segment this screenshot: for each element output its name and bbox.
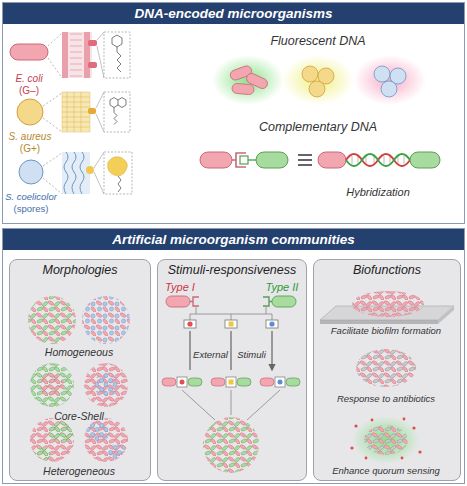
section-heading: Artificial microorganism communities bbox=[3, 229, 464, 250]
morphology-label: Heterogeneous bbox=[14, 465, 144, 477]
step-label: Complementary DNA bbox=[238, 120, 398, 134]
function-label: Facilitate biofilm formation bbox=[313, 326, 459, 337]
panel-box: Morphologies bbox=[9, 259, 151, 481]
panel-heading: Stimuli-responsiveness bbox=[158, 263, 306, 277]
stimulus-label: External bbox=[190, 350, 232, 361]
morphology-label: Homogeneous bbox=[14, 346, 144, 358]
step-label: Fluorescent DNA bbox=[243, 34, 393, 48]
panel-heading: Biofunctions bbox=[314, 263, 460, 277]
species-name: S. coelicolor bbox=[0, 192, 62, 203]
species-name: E. coli bbox=[1, 73, 57, 85]
type-label: Type I bbox=[155, 281, 205, 294]
morphology-label: Core-Shell bbox=[14, 410, 144, 422]
panel-box: Biofunctions bbox=[313, 259, 461, 481]
stimulus-label: Stimuli bbox=[231, 350, 273, 361]
gram-type: (G+) bbox=[1, 143, 59, 155]
section-heading: DNA-encoded microorganisms bbox=[3, 3, 464, 24]
species-name: S. aureus bbox=[1, 131, 59, 143]
function-label: Enhance quorum sensing bbox=[313, 466, 459, 477]
type-label: Type II bbox=[257, 281, 307, 294]
step-label: Hybridization bbox=[323, 186, 433, 199]
gram-type: (G–) bbox=[1, 85, 57, 97]
function-label: Response to antibiotics bbox=[313, 394, 459, 405]
cell-type: (spores) bbox=[0, 204, 62, 215]
panel-heading: Morphologies bbox=[10, 263, 150, 277]
